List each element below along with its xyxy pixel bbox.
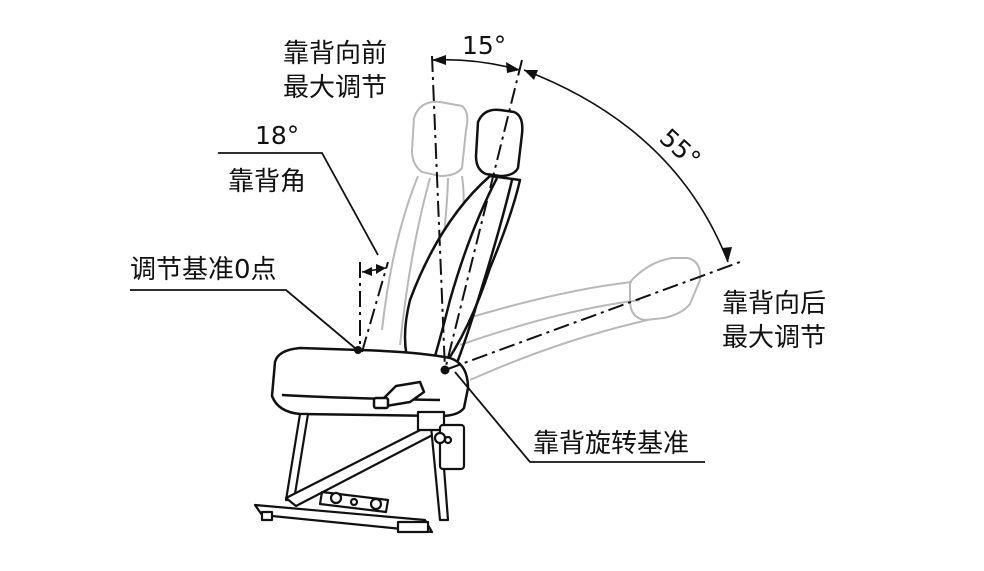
leader-lines [130,152,705,463]
headrest [474,108,524,178]
label-angle-18: 18° [255,121,299,150]
zero-point-dot [354,346,362,354]
label-backward-max-line2: 最大调节 [722,323,826,353]
design-centerline [444,59,523,371]
backrest-solid [403,108,524,374]
label-forward-max-line1: 靠背向前 [283,39,387,69]
label-angle-15: 15° [462,31,506,60]
label-backrest-angle: 靠背角 [228,167,306,197]
reference-points [354,346,450,375]
seat-cushion [270,346,470,418]
label-angle-55: 55° [654,123,706,174]
seat-frame [253,410,466,534]
arrowheads [362,55,732,276]
rearward-max-centerline [444,261,741,371]
pivot-dot [440,365,450,375]
arc-55 [523,69,729,263]
label-adjust-zero-point: 调节基准0点 [130,255,277,285]
label-forward-max-line2: 最大调节 [283,73,387,103]
ghost-backrest-rearward [454,257,702,381]
backrest-angle-line [361,261,389,353]
forward-max-centerline [431,55,446,371]
reference-lines [359,55,741,371]
label-backward-max-line1: 靠背向后 [722,289,826,319]
label-pivot-reference: 靠背旋转基准 [533,429,689,459]
